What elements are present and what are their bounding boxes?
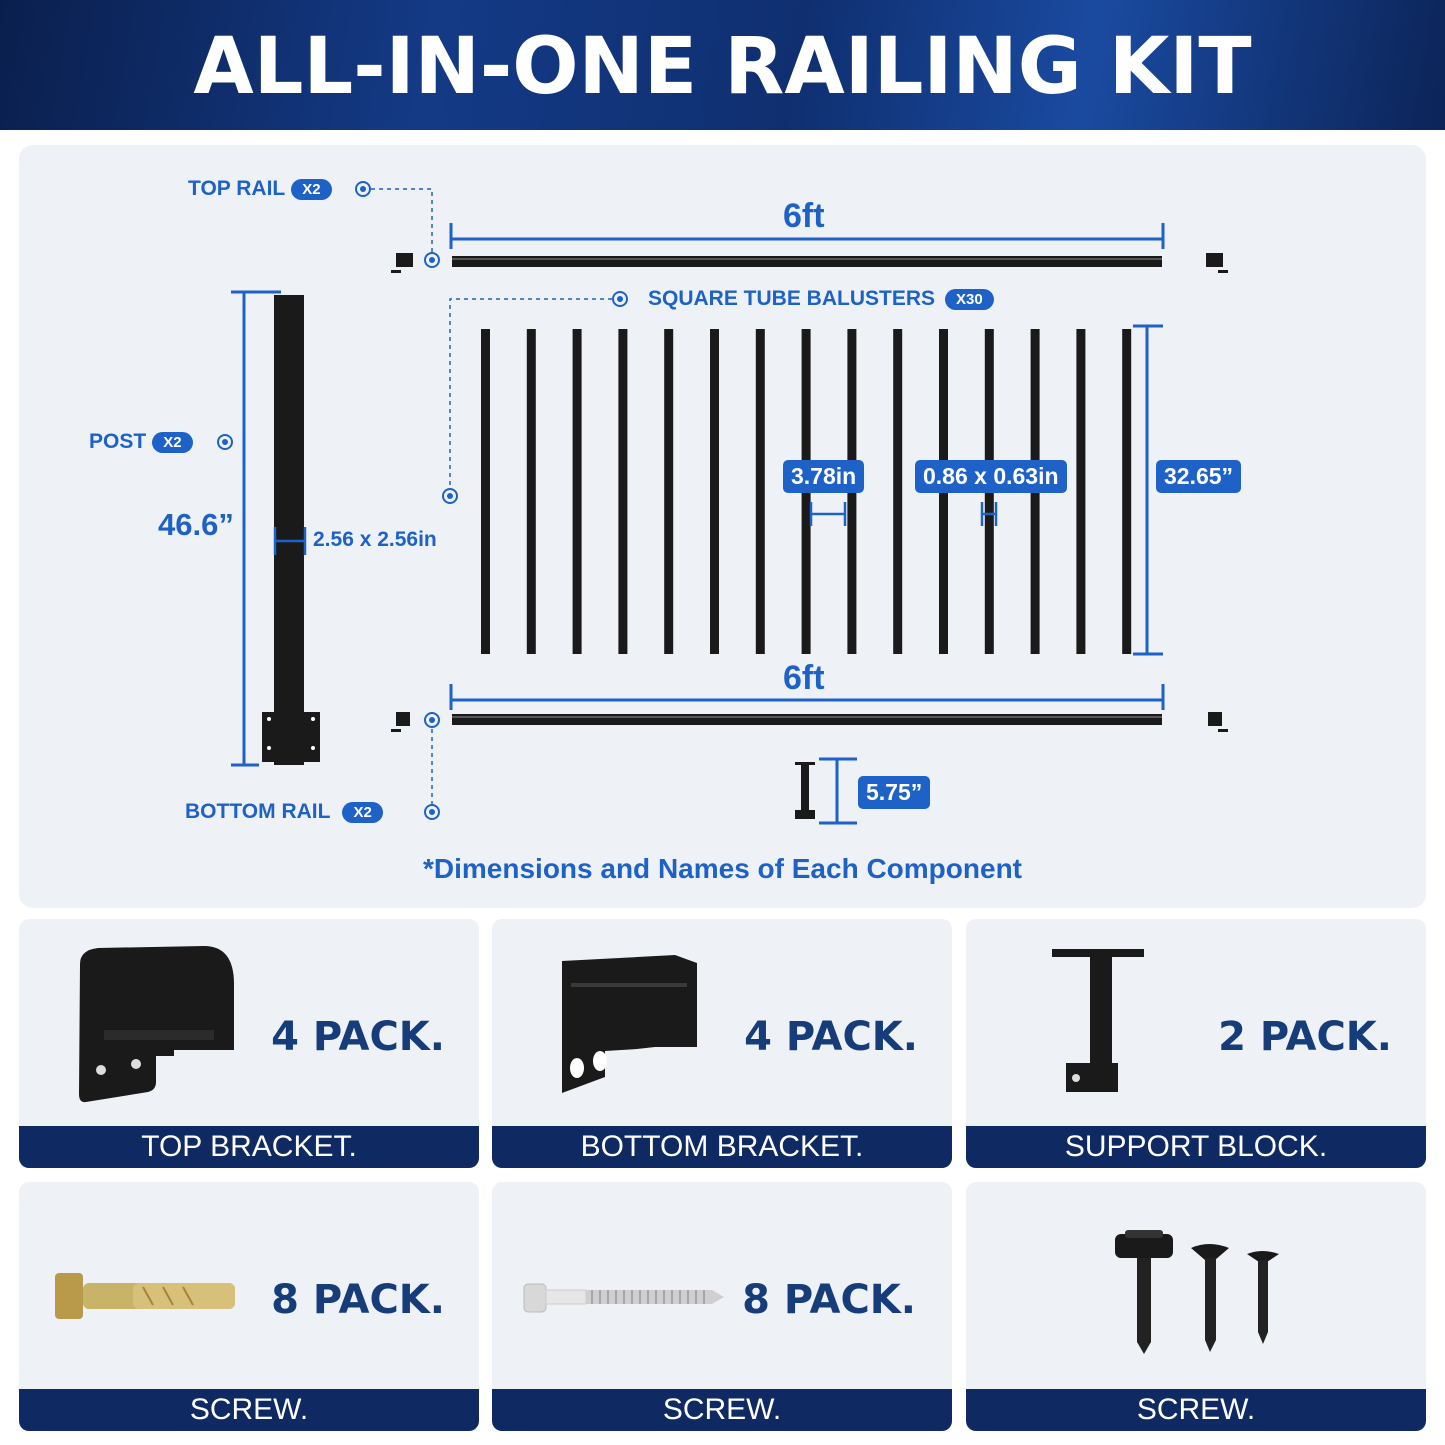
- pack-count: 8 PACK.: [271, 1277, 445, 1323]
- post-count: X2: [152, 431, 193, 453]
- baluster: [572, 329, 582, 654]
- top-rail-length: 6ft: [783, 197, 825, 235]
- post-height: 46.6”: [158, 507, 234, 542]
- component-card-top-bracket: 4 PACK. TOP BRACKET.: [19, 919, 479, 1168]
- baluster: [755, 329, 765, 654]
- lag-screw-icon: [523, 1283, 724, 1313]
- self-drilling-screws-icon: [1115, 1230, 1279, 1354]
- top-rail-point-icon: [424, 252, 440, 268]
- component-card-bottom-bracket: 4 PACK. BOTTOM BRACKET.: [492, 919, 952, 1168]
- post-marker-icon: [217, 434, 233, 450]
- component-name: TOP BRACKET.: [19, 1126, 479, 1168]
- bottom-rail-length: 6ft: [783, 659, 825, 697]
- baluster-size: 0.86 x 0.63in: [915, 460, 1067, 493]
- top-rail-count: X2: [291, 178, 332, 200]
- baluster-height: 32.65”: [1156, 460, 1242, 493]
- balusters-point-icon: [442, 488, 458, 504]
- dimensions-note: *Dimensions and Names of Each Component: [423, 853, 1022, 884]
- top-bracket-icon: [79, 946, 234, 1103]
- bottom-rail-count: X2: [342, 801, 383, 823]
- baluster: [710, 329, 719, 654]
- baluster: [618, 329, 628, 654]
- baluster-spacing: 3.78in: [783, 460, 865, 493]
- rail-end-bracket: [391, 253, 413, 273]
- baluster: [526, 329, 536, 654]
- support-block-shape: [795, 762, 815, 819]
- support-block-icon: [1052, 949, 1144, 1092]
- bottom-rail-point-icon: [424, 712, 440, 728]
- top-rail-marker-icon: [355, 181, 371, 197]
- support-height: 5.75”: [858, 776, 931, 809]
- bottom-rail-label: BOTTOM RAIL X2: [185, 800, 383, 824]
- baluster: [481, 329, 490, 654]
- post-name: POST: [89, 430, 147, 453]
- component-card-anchor-screw: 8 PACK. SCREW.: [19, 1182, 479, 1431]
- top-rail-shape: [452, 256, 1162, 267]
- bottom-bracket-icon: [562, 955, 697, 1093]
- component-card-drill-screws: SCREW.: [966, 1182, 1426, 1431]
- bottom-rail-marker-icon: [424, 804, 440, 820]
- balusters-marker-icon: [612, 291, 628, 307]
- balusters-label: SQUARE TUBE BALUSTERS X30: [648, 287, 994, 311]
- balusters-count: X30: [945, 288, 994, 310]
- component-name: SCREW.: [19, 1389, 479, 1431]
- header-banner: ALL-IN-ONE RAILING KIT: [0, 0, 1445, 130]
- component-name: SCREW.: [492, 1389, 952, 1431]
- top-rail-name: TOP RAIL: [188, 177, 286, 200]
- component-card-lag-screw: 8 PACK. SCREW.: [492, 1182, 952, 1431]
- baluster: [1122, 329, 1132, 654]
- pack-count: 4 PACK.: [744, 1014, 918, 1060]
- page-title: ALL-IN-ONE RAILING KIT: [193, 22, 1252, 112]
- pack-count: 2 PACK.: [1218, 1014, 1392, 1060]
- post-size: 2.56 x 2.56in: [313, 528, 437, 551]
- component-name: SUPPORT BLOCK.: [966, 1126, 1426, 1168]
- post-shape: [274, 295, 304, 765]
- bottom-rail-shape: [452, 714, 1162, 725]
- component-card-support-block: 2 PACK. SUPPORT BLOCK.: [966, 919, 1426, 1168]
- component-name: SCREW.: [966, 1389, 1426, 1431]
- baluster: [893, 329, 903, 654]
- component-name: BOTTOM BRACKET.: [492, 1126, 952, 1168]
- pack-count: 8 PACK.: [742, 1277, 916, 1323]
- balusters-name: SQUARE TUBE BALUSTERS: [648, 287, 936, 310]
- baluster: [664, 329, 674, 654]
- baluster: [1076, 329, 1086, 654]
- anchor-bolt-icon: [55, 1273, 235, 1319]
- bottom-rail-name: BOTTOM RAIL: [185, 800, 331, 823]
- pack-count: 4 PACK.: [271, 1014, 445, 1060]
